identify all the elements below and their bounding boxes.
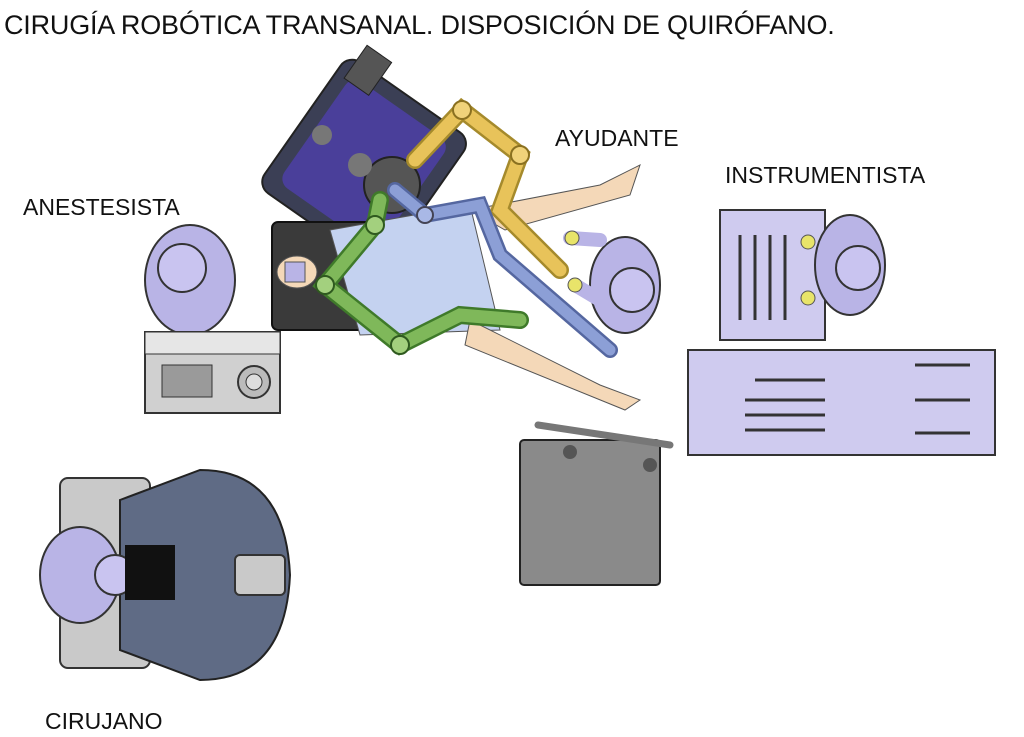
label-scrub-nurse: INSTRUMENTISTA (725, 162, 926, 188)
instrument-table-large (687, 349, 996, 456)
anesthetist-figure (144, 224, 236, 359)
label-assistant: AYUDANTE (555, 125, 679, 151)
anesthesia-machine (144, 331, 281, 414)
label-anesthetist: ANESTESISTA (23, 194, 180, 220)
robot-arm-blue (387, 182, 618, 358)
vision-cart (519, 421, 674, 586)
surgeon-figure (39, 526, 175, 624)
robot-arm-green (312, 191, 529, 356)
diagram-title: CIRUGÍA ROBÓTICA TRANSANAL. DISPOSICIÓN … (4, 10, 835, 40)
scrub-nurse-figure (800, 214, 886, 316)
label-surgeon: CIRUJANO (45, 708, 163, 734)
assistant-figure (563, 230, 661, 334)
robot-arm-yellow (406, 97, 569, 279)
instrument-tray-small (719, 209, 826, 341)
